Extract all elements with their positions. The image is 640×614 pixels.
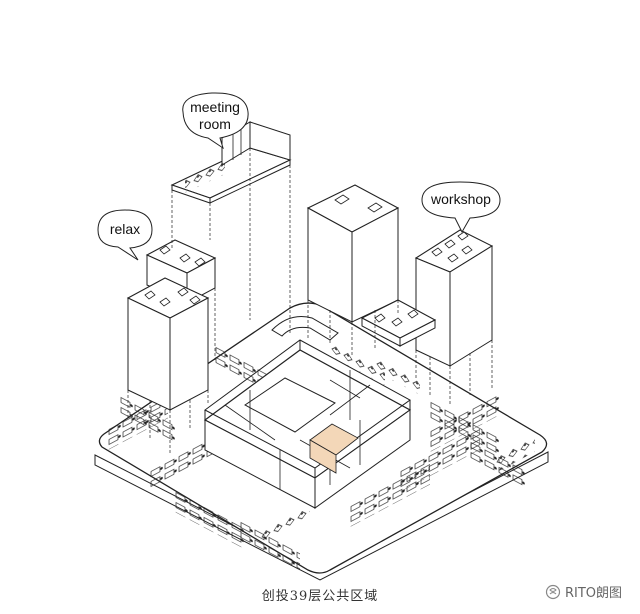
workshop-furniture [431, 231, 473, 263]
meeting-room-volume [170, 121, 292, 204]
workstation-clusters [108, 340, 535, 572]
relax-volume [126, 239, 217, 411]
meeting-room-label-line1: meeting [190, 99, 240, 115]
diagram-caption: 创投39层公共区域 [261, 589, 379, 604]
central-core [203, 339, 412, 509]
relax-furniture [144, 245, 206, 307]
meeting-room-label-line2: room [199, 116, 231, 132]
workshop-label: workshop [430, 191, 491, 207]
meeting-room-bubble: meeting room [182, 92, 249, 150]
workshop-bubble: workshop [421, 181, 501, 234]
watermark-text: RITO朗图 [564, 586, 622, 601]
watermark: RITO朗图 [545, 582, 622, 601]
central-tower-volume [306, 184, 400, 323]
relax-label: relax [110, 221, 140, 237]
lounge-box-volume [360, 299, 437, 347]
relax-bubble: relax [97, 209, 153, 261]
wechat-channel-icon [545, 584, 561, 599]
workshop-volume [414, 229, 494, 367]
projection-lines [127, 148, 493, 455]
